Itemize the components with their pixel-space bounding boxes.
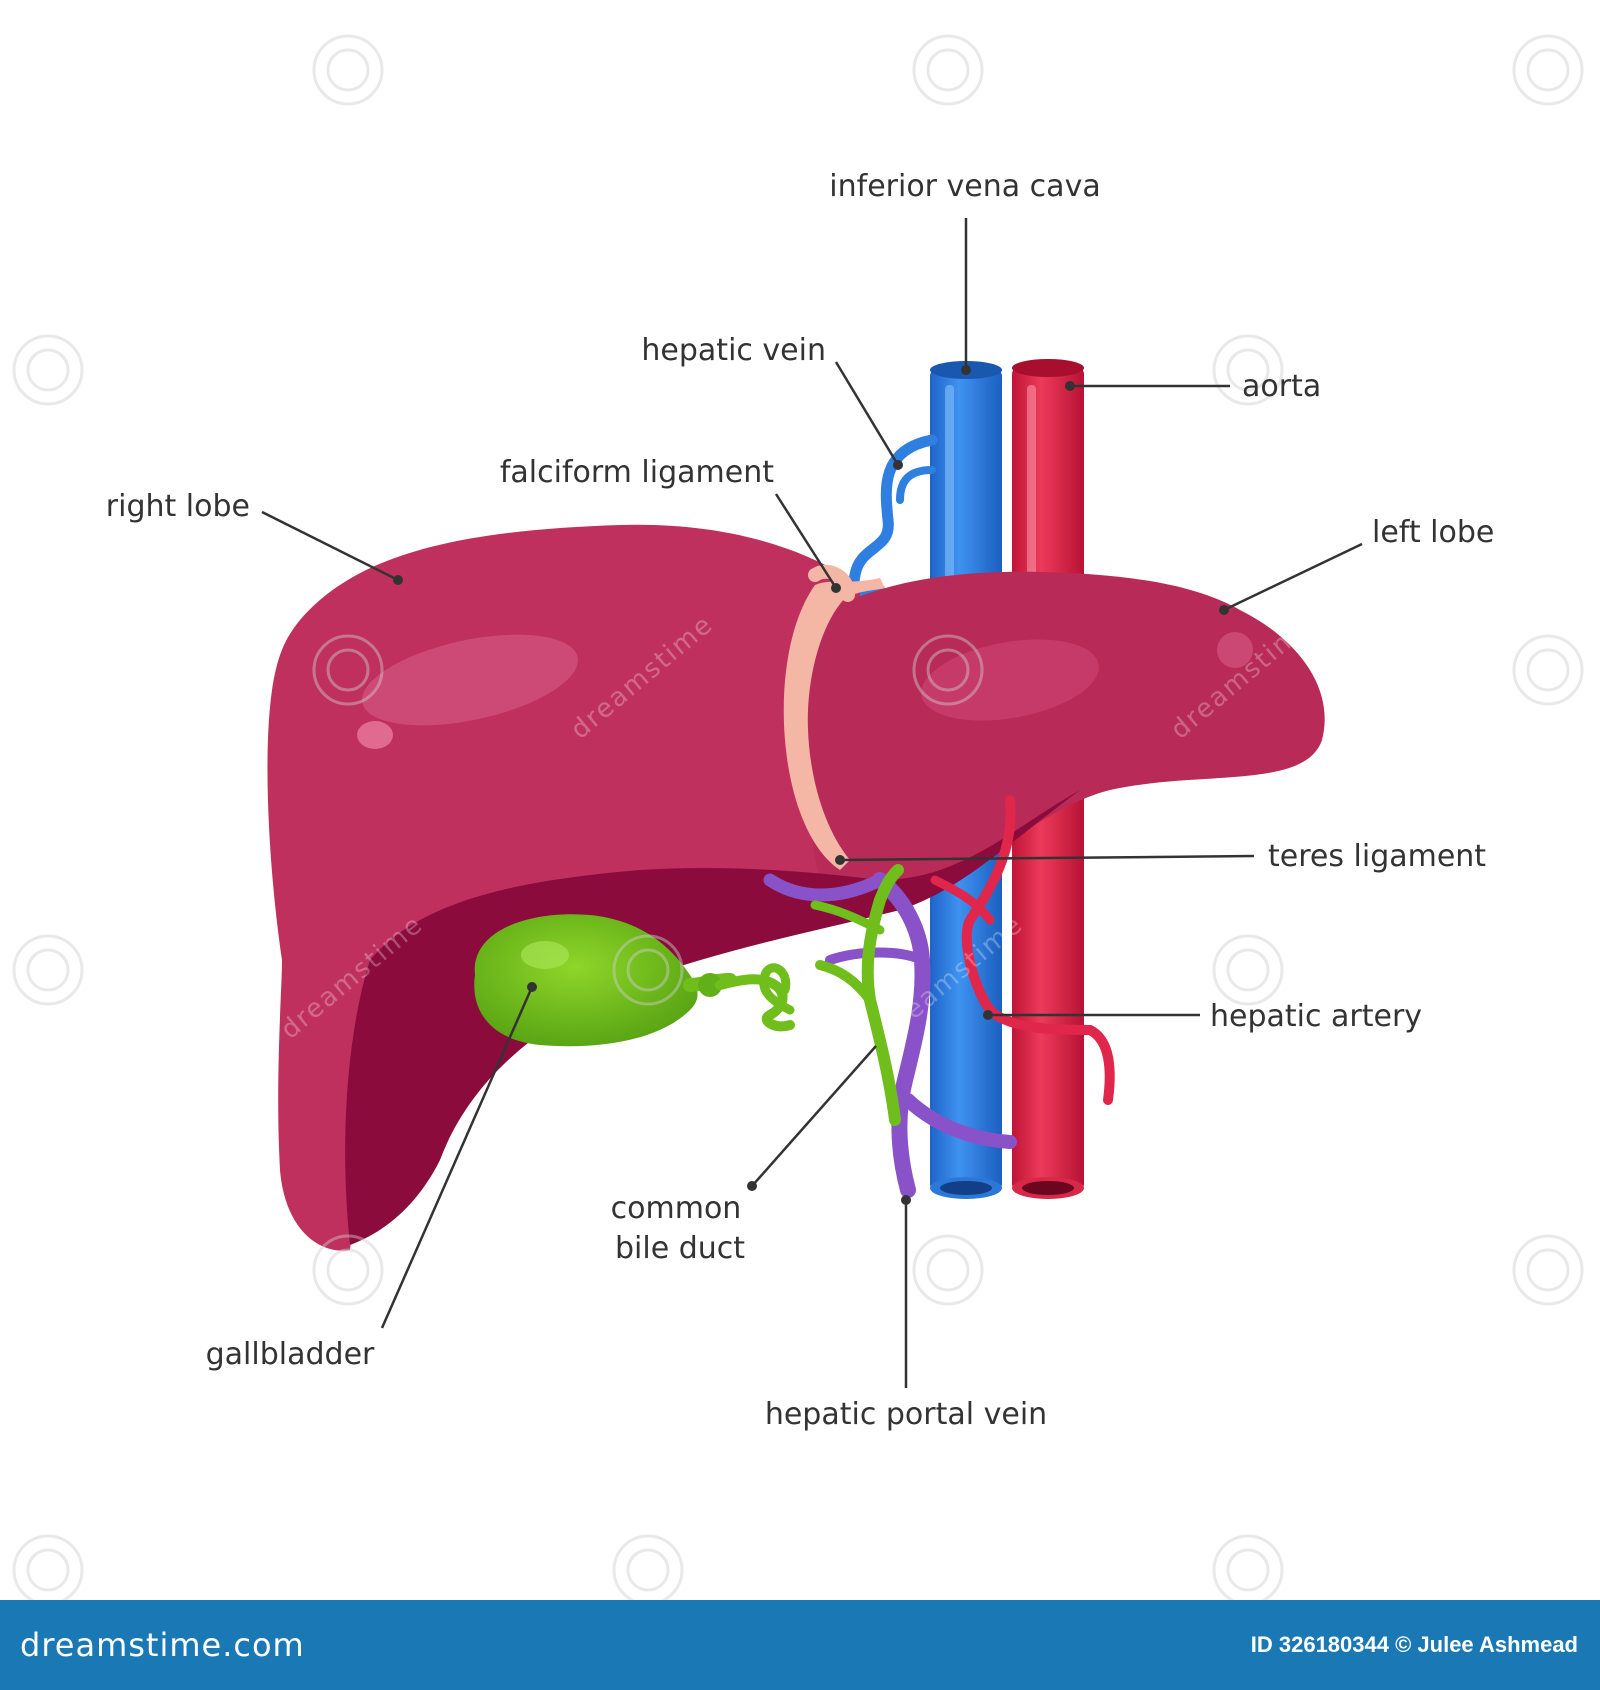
leader-right-lobe — [261, 510, 399, 582]
liver-anatomy-diagram: dreamstime dreamstime dreamstime dreamst… — [12, 34, 1584, 1600]
label-hepatic-artery: hepatic artery — [1210, 999, 1422, 1034]
footer-brand: dreamstime.com — [20, 1626, 305, 1664]
common-bile-duct-vessel — [759, 864, 904, 1126]
leader-common-bile-duct — [751, 1045, 877, 1187]
watermark-swirl — [12, 34, 1584, 1600]
leader-lines — [261, 218, 1363, 1388]
label-left-lobe: left lobe — [1372, 515, 1494, 550]
leader-hepatic-vein — [834, 361, 900, 466]
leader-left-lobe — [1223, 542, 1363, 612]
footer-credit: ID 326180344 © Julee Ashmead — [1250, 1632, 1578, 1657]
hepatic-artery-vessel — [930, 795, 1115, 1105]
label-inferior-vena-cava: inferior vena cava — [829, 169, 1100, 204]
label-right-lobe: right lobe — [106, 489, 250, 524]
falciform-ligament-shape — [783, 578, 885, 870]
label-teres-ligament: teres ligament — [1268, 839, 1486, 874]
labels: inferior vena cava hepatic vein aorta fa… — [106, 169, 1495, 1432]
label-gallbladder: gallbladder — [206, 1337, 375, 1372]
leader-falciform-ligament — [774, 493, 838, 589]
leader-gallbladder — [380, 986, 534, 1329]
footer-bar: dreamstime.com ID 326180344 © Julee Ashm… — [0, 1600, 1600, 1690]
label-aorta: aorta — [1242, 369, 1321, 404]
label-falciform-ligament: falciform ligament — [500, 455, 774, 490]
left-lobe-shape — [805, 571, 1325, 899]
hepatic-vein-vessel — [848, 434, 938, 599]
label-hepatic-portal-vein: hepatic portal vein — [765, 1397, 1047, 1432]
label-hepatic-vein: hepatic vein — [641, 333, 826, 368]
label-common-bile-duct-line1: common — [611, 1191, 742, 1226]
leader-teres-ligament — [839, 854, 1255, 862]
gallbladder-organ — [474, 914, 795, 1047]
hepatic-portal-vein-vessel — [763, 872, 1017, 1198]
label-common-bile-duct-line2: bile duct — [615, 1231, 745, 1266]
